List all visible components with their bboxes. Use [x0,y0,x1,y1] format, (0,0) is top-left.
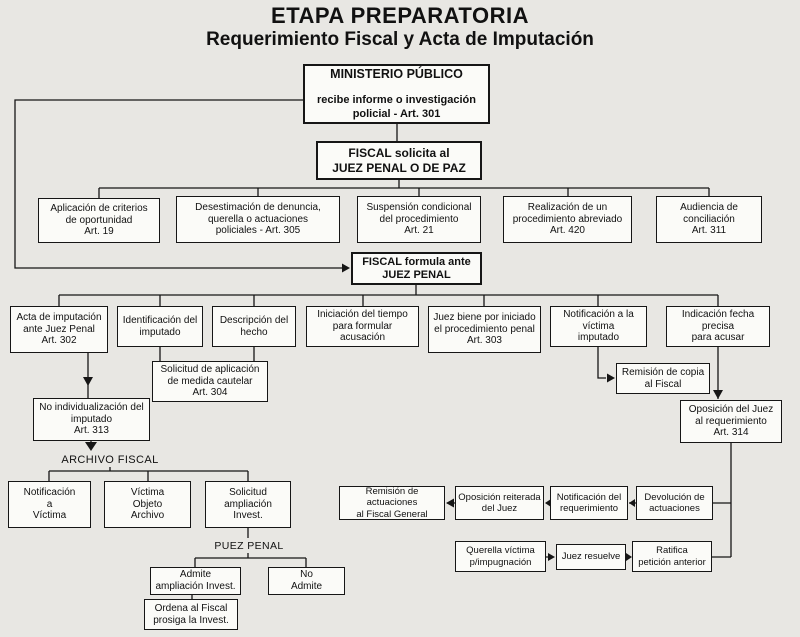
label-puez-penal: PUEZ PENAL [214,539,284,552]
node-oposicion-juez: Oposición del Juez al requerimiento Art.… [680,400,782,443]
node-identificacion-imputado: Identificación del imputado [117,306,203,347]
node-audiencia-conciliacion: Audiencia de conciliación Art. 311 [656,196,762,243]
node-iniciacion-tiempo: Iniciación del tiempo para formular acus… [306,306,419,347]
arrowheads [83,263,723,561]
node-procedimiento-abreviado: Realización de un procedimiento abreviad… [503,196,632,243]
node-victima-objeto-archivo: Víctima Objeto Archivo [104,481,191,528]
arrow-into-remision-copia [607,373,615,383]
page-subtitle: Requerimiento Fiscal y Acta de Imputació… [206,29,594,50]
node-ministerio-title: MINISTERIO PÚBLICO [330,67,463,82]
node-juez-resuelve: Juez resuelve [556,544,626,570]
node-juez-iniciado: Juez biene por iniciado el procedimiento… [428,306,541,353]
node-remision-copia: Remisión de copia al Fiscal [616,363,710,394]
node-ordena-fiscal: Ordena al Fiscal prosiga la Invest. [144,599,238,630]
node-medida-cautelar: Solicitud de aplicación de medida cautel… [152,361,268,402]
arrow-right-1 [548,553,555,561]
node-notificacion-victima: Notificación a la víctima imputado [550,306,647,347]
arrow-down-oposicion [713,390,723,399]
arrow-left-3 [629,499,635,507]
node-no-individualizacion: No individualización del imputado Art. 3… [33,398,150,441]
node-devolucion-actuaciones: Devolución de actuaciones [636,486,713,520]
node-fiscal-formula: FISCAL formula ante JUEZ PENAL [351,252,482,285]
arrow-down-acta [83,377,93,386]
node-desestimacion-denuncia: Desestimación de denuncia, querella o ac… [176,196,340,243]
label-archivo-fiscal: ARCHIVO FISCAL [61,453,159,466]
node-indicacion-fecha: Indicación fecha precisa para acusar [666,306,770,347]
arrow-down-archivo [85,442,97,451]
node-ministerio-body: recibe informe o investigación policial … [317,94,476,120]
node-ministerio-publico: MINISTERIO PÚBLICO recibe informe o inve… [303,64,490,124]
node-ratifica-peticion: Ratifica petición anterior [632,541,712,572]
arrow-into-fiscal-formula [342,263,350,273]
arrow-left-1 [446,498,454,508]
node-suspension-condicional: Suspensión condicional del procedimiento… [357,196,481,243]
node-solicitud-ampliacion: Solicitud ampliación Invest. [205,481,291,528]
node-querella-victima: Querella víctima p/impugnación [455,541,546,572]
node-oposicion-reiterada: Oposición reiterada del Juez [455,486,544,520]
node-acta-imputacion: Acta de imputación ante Juez Penal Art. … [10,306,108,353]
page-title: ETAPA PREPARATORIA [271,3,529,28]
arrow-left-2 [545,499,551,507]
node-notificacion-requerimiento: Notificación del requerimiento [550,486,628,520]
node-remision-actuaciones: Remisión de actuaciones al Fiscal Genera… [339,486,445,520]
node-descripcion-hecho: Descripción del hecho [212,306,296,347]
node-criterios-oportunidad: Aplicación de criterios de oportunidad A… [38,198,160,243]
node-admite-ampliacion: Admite ampliación Invest. [150,567,241,595]
node-notificacion-a-victima: Notificación a Víctima [8,481,91,528]
node-fiscal-solicita: FISCAL solicita al JUEZ PENAL O DE PAZ [316,141,482,180]
node-no-admite: No Admite [268,567,345,595]
arrow-right-2 [626,553,632,561]
